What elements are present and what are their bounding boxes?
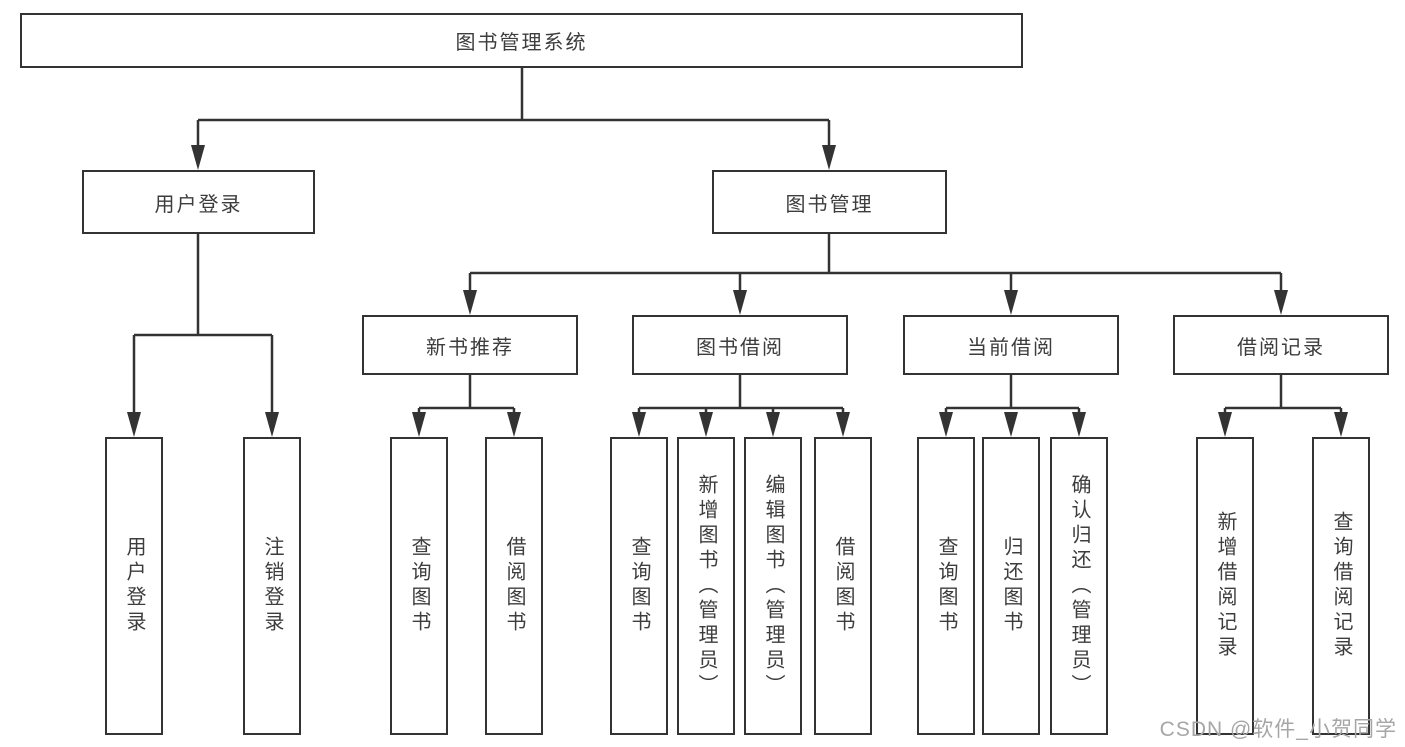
node-new-book-recommend: 新书推荐 (362, 315, 578, 375)
leaf-return-book: 归还图书 (982, 437, 1040, 735)
leaf-query-book-current-label: 查询图书 (935, 536, 957, 636)
leaf-user-login: 用户登录 (105, 437, 163, 735)
node-current-borrow-label: 当前借阅 (967, 336, 1055, 359)
leaf-add-book-admin: 新增图书（管理员） (677, 437, 735, 735)
leaf-edit-book-admin-label: 编辑图书（管理员） (762, 473, 784, 699)
node-root-system: 图书管理系统 (20, 13, 1023, 68)
node-user-login-branch: 用户登录 (82, 170, 315, 234)
node-current-borrow: 当前借阅 (903, 315, 1119, 375)
leaf-add-borrow-record-label: 新增借阅记录 (1214, 511, 1236, 661)
leaf-query-book-borrow: 查询图书 (610, 437, 668, 735)
node-book-borrow-label: 图书借阅 (696, 336, 784, 359)
node-new-book-recommend-label: 新书推荐 (426, 336, 514, 359)
leaf-borrow-book-recommend-label: 借阅图书 (503, 536, 525, 636)
leaf-edit-book-admin: 编辑图书（管理员） (744, 437, 802, 735)
leaf-query-borrow-record-label: 查询借阅记录 (1330, 511, 1352, 661)
leaf-borrow-book-recommend: 借阅图书 (485, 437, 543, 735)
node-borrow-records: 借阅记录 (1173, 315, 1389, 375)
leaf-query-book-borrow-label: 查询图书 (628, 536, 650, 636)
node-root-label: 图书管理系统 (455, 32, 588, 54)
leaf-query-book-recommend: 查询图书 (390, 437, 448, 735)
leaf-borrow-book-label: 借阅图书 (832, 536, 854, 636)
leaf-confirm-return-admin: 确认归还（管理员） (1050, 437, 1108, 735)
leaf-logout: 注销登录 (243, 437, 301, 735)
leaf-logout-label: 注销登录 (261, 536, 283, 636)
node-user-login-branch-label: 用户登录 (154, 193, 243, 216)
leaf-query-book-current: 查询图书 (917, 437, 975, 735)
leaf-add-borrow-record: 新增借阅记录 (1196, 437, 1254, 735)
csdn-watermark: CSDN @软件_小贺同学 (1159, 718, 1397, 741)
node-borrow-records-label: 借阅记录 (1237, 336, 1325, 359)
node-book-management-label: 图书管理 (785, 193, 874, 216)
node-book-management: 图书管理 (712, 170, 947, 234)
leaf-return-book-label: 归还图书 (1000, 536, 1022, 636)
leaf-borrow-book: 借阅图书 (814, 437, 872, 735)
node-book-borrow: 图书借阅 (632, 315, 848, 375)
leaf-add-book-admin-label: 新增图书（管理员） (695, 473, 717, 699)
leaf-user-login-label: 用户登录 (123, 536, 145, 636)
leaf-query-book-recommend-label: 查询图书 (408, 536, 430, 636)
leaf-query-borrow-record: 查询借阅记录 (1312, 437, 1370, 735)
leaf-confirm-return-admin-label: 确认归还（管理员） (1068, 473, 1090, 699)
